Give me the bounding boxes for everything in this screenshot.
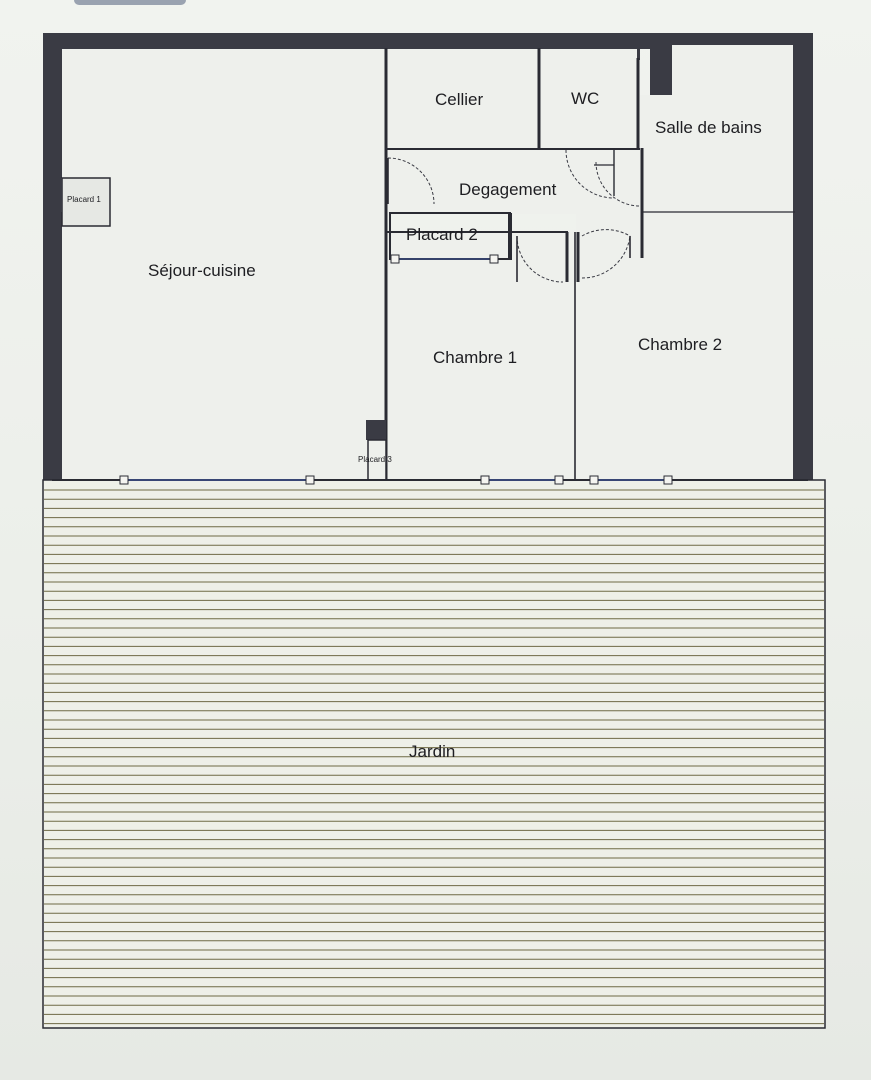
exterior-walls [43,33,813,493]
placard-2-sliding-door [390,254,499,264]
room-label-wc: WC [571,89,599,108]
interior-floor [62,45,793,480]
room-label-sejour-cuisine: Séjour-cuisine [148,261,256,280]
south-facade-openings [52,475,808,485]
room-label-placard-2: Placard 2 [406,225,478,244]
jardin-decking [42,479,826,1029]
door-leaves [387,158,631,282]
room-label-jardin: Jardin [409,742,455,761]
room-label-chambre-2: Chambre 2 [638,335,722,354]
placard-3-label: Placard 3 [358,455,392,464]
room-label-salle-de-bains: Salle de bains [655,118,762,137]
room-label-cellier: Cellier [435,90,484,109]
placard-1-label: Placard 1 [67,195,101,204]
door-swings [387,149,641,283]
room-label-chambre-1: Chambre 1 [433,348,517,367]
window-tab-fragment [74,0,186,5]
placard-3: Placard 3 [358,420,392,481]
placard-1: Placard 1 [46,177,111,227]
interior-walls [384,48,795,480]
room-label-degagement: Degagement [459,180,557,199]
